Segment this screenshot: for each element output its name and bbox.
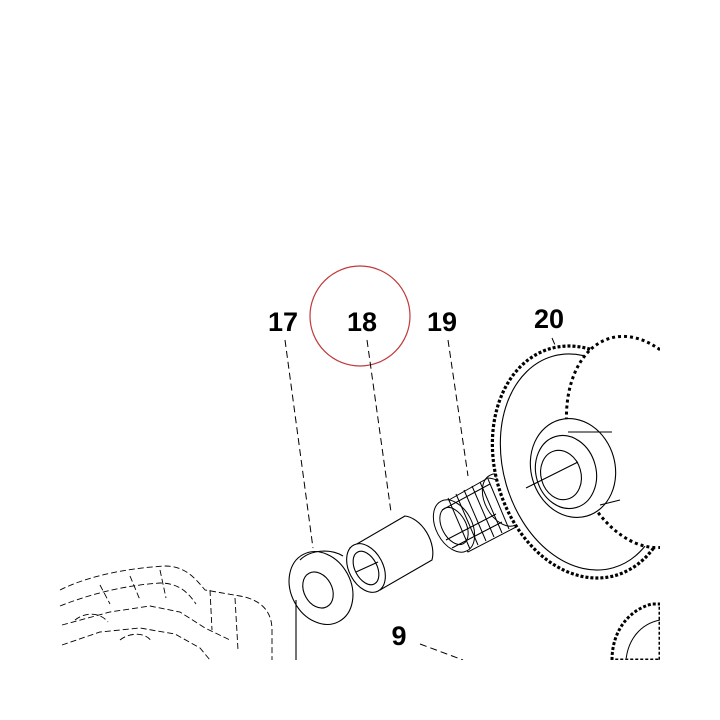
callout-17: 17	[268, 307, 298, 337]
highlight-circle	[309, 265, 411, 367]
housing-sketch-part	[59, 565, 273, 660]
callout-20: 20	[534, 304, 564, 334]
washer-part-17	[288, 550, 354, 660]
callout-19: 19	[427, 307, 457, 337]
callout-18: 18	[347, 307, 377, 337]
leader-line-17	[284, 339, 314, 549]
gear-part-20	[490, 334, 660, 580]
callout-9: 9	[391, 621, 406, 651]
secondary-gear-part	[610, 602, 660, 660]
leader-line-19	[447, 339, 469, 477]
bushing-part-18	[346, 515, 434, 593]
leader-line-18	[366, 339, 392, 513]
leader-line-9	[419, 643, 464, 660]
